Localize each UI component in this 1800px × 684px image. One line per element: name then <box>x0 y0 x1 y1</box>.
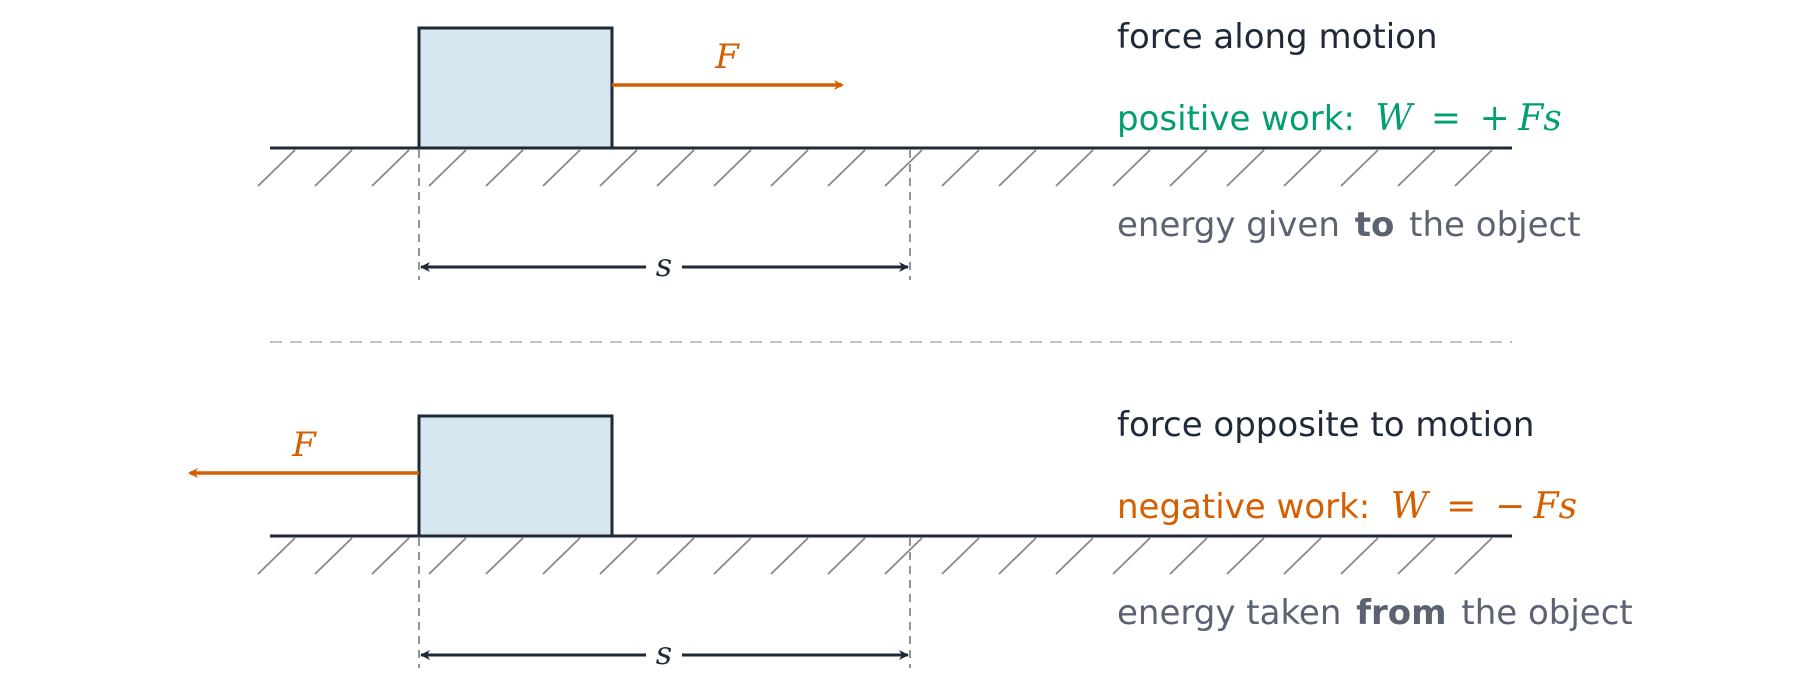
work-vars: Fs <box>1517 98 1561 139</box>
hatch-tick <box>941 537 980 575</box>
energy-bold: from <box>1356 593 1446 633</box>
hatch-tick <box>884 149 923 187</box>
hatch-tick <box>998 149 1037 187</box>
hatch-tick <box>656 537 695 575</box>
hatch-tick <box>1454 537 1493 575</box>
hatch-tick <box>884 537 923 575</box>
work-sign: + <box>1480 98 1510 139</box>
displacement-label: s <box>656 634 672 672</box>
hatch-tick <box>713 149 752 187</box>
hatch-tick <box>1397 537 1436 575</box>
hatch-tick <box>1055 537 1094 575</box>
hatch-tick <box>1055 149 1094 187</box>
energy-before: energy taken <box>1117 593 1341 633</box>
hatch-tick <box>713 537 752 575</box>
energy-note: energy given to the object <box>1117 205 1581 245</box>
hatch-tick <box>1226 537 1265 575</box>
ground-hatching <box>257 537 1493 575</box>
hatch-tick <box>1283 149 1322 187</box>
hatch-tick <box>1340 149 1379 187</box>
energy-before: energy given <box>1117 205 1340 245</box>
hatch-tick <box>1340 537 1379 575</box>
hatch-tick <box>827 537 866 575</box>
energy-after: the object <box>1461 593 1632 633</box>
hatch-tick <box>257 149 296 187</box>
hatch-tick <box>1112 537 1151 575</box>
work-vars: Fs <box>1533 486 1577 527</box>
hatch-tick <box>1283 537 1322 575</box>
panel-positive-work: F s force along motion positive work: W … <box>257 17 1581 284</box>
hatch-tick <box>314 537 353 575</box>
force-label: F <box>291 425 317 465</box>
hatch-tick <box>428 537 467 575</box>
block <box>417 414 614 538</box>
panel-negative-work: F s force opposite to motion negative wo… <box>188 405 1633 672</box>
hatch-tick <box>941 149 980 187</box>
hatch-tick <box>1169 149 1208 187</box>
hatch-tick <box>827 149 866 187</box>
hatch-tick <box>371 149 410 187</box>
work-lhs: W <box>1391 486 1431 527</box>
hatch-tick <box>1397 149 1436 187</box>
hatch-tick <box>485 537 524 575</box>
work-statement: positive work: W = + Fs <box>1117 98 1562 139</box>
hatch-tick <box>257 537 296 575</box>
hatch-tick <box>998 537 1037 575</box>
work-lhs: W <box>1375 98 1415 139</box>
hatch-tick <box>770 537 809 575</box>
hatch-tick <box>542 149 581 187</box>
force-label: F <box>714 37 740 77</box>
work-prefix: negative work: <box>1117 487 1370 527</box>
hatch-tick <box>485 149 524 187</box>
hatch-tick <box>599 149 638 187</box>
work-prefix: positive work: <box>1117 99 1355 139</box>
work-equals: = <box>1446 486 1476 527</box>
hatch-tick <box>770 149 809 187</box>
heading: force along motion <box>1117 17 1438 57</box>
hatch-tick <box>656 149 695 187</box>
work-statement: negative work: W = − Fs <box>1117 486 1577 527</box>
ground-hatching <box>257 149 1493 187</box>
hatch-tick <box>1169 537 1208 575</box>
energy-after: the object <box>1409 205 1580 245</box>
block <box>417 26 614 150</box>
hatch-tick <box>1226 149 1265 187</box>
hatch-tick <box>371 537 410 575</box>
hatch-tick <box>314 149 353 187</box>
hatch-tick <box>599 537 638 575</box>
hatch-tick <box>1112 149 1151 187</box>
hatch-tick <box>1454 149 1493 187</box>
work-sign: − <box>1495 486 1525 527</box>
energy-bold: to <box>1355 205 1395 245</box>
energy-note: energy taken from the object <box>1117 593 1633 633</box>
hatch-tick <box>542 537 581 575</box>
heading: force opposite to motion <box>1117 405 1534 445</box>
hatch-tick <box>428 149 467 187</box>
work-equals: = <box>1431 98 1461 139</box>
displacement-label: s <box>656 246 672 284</box>
